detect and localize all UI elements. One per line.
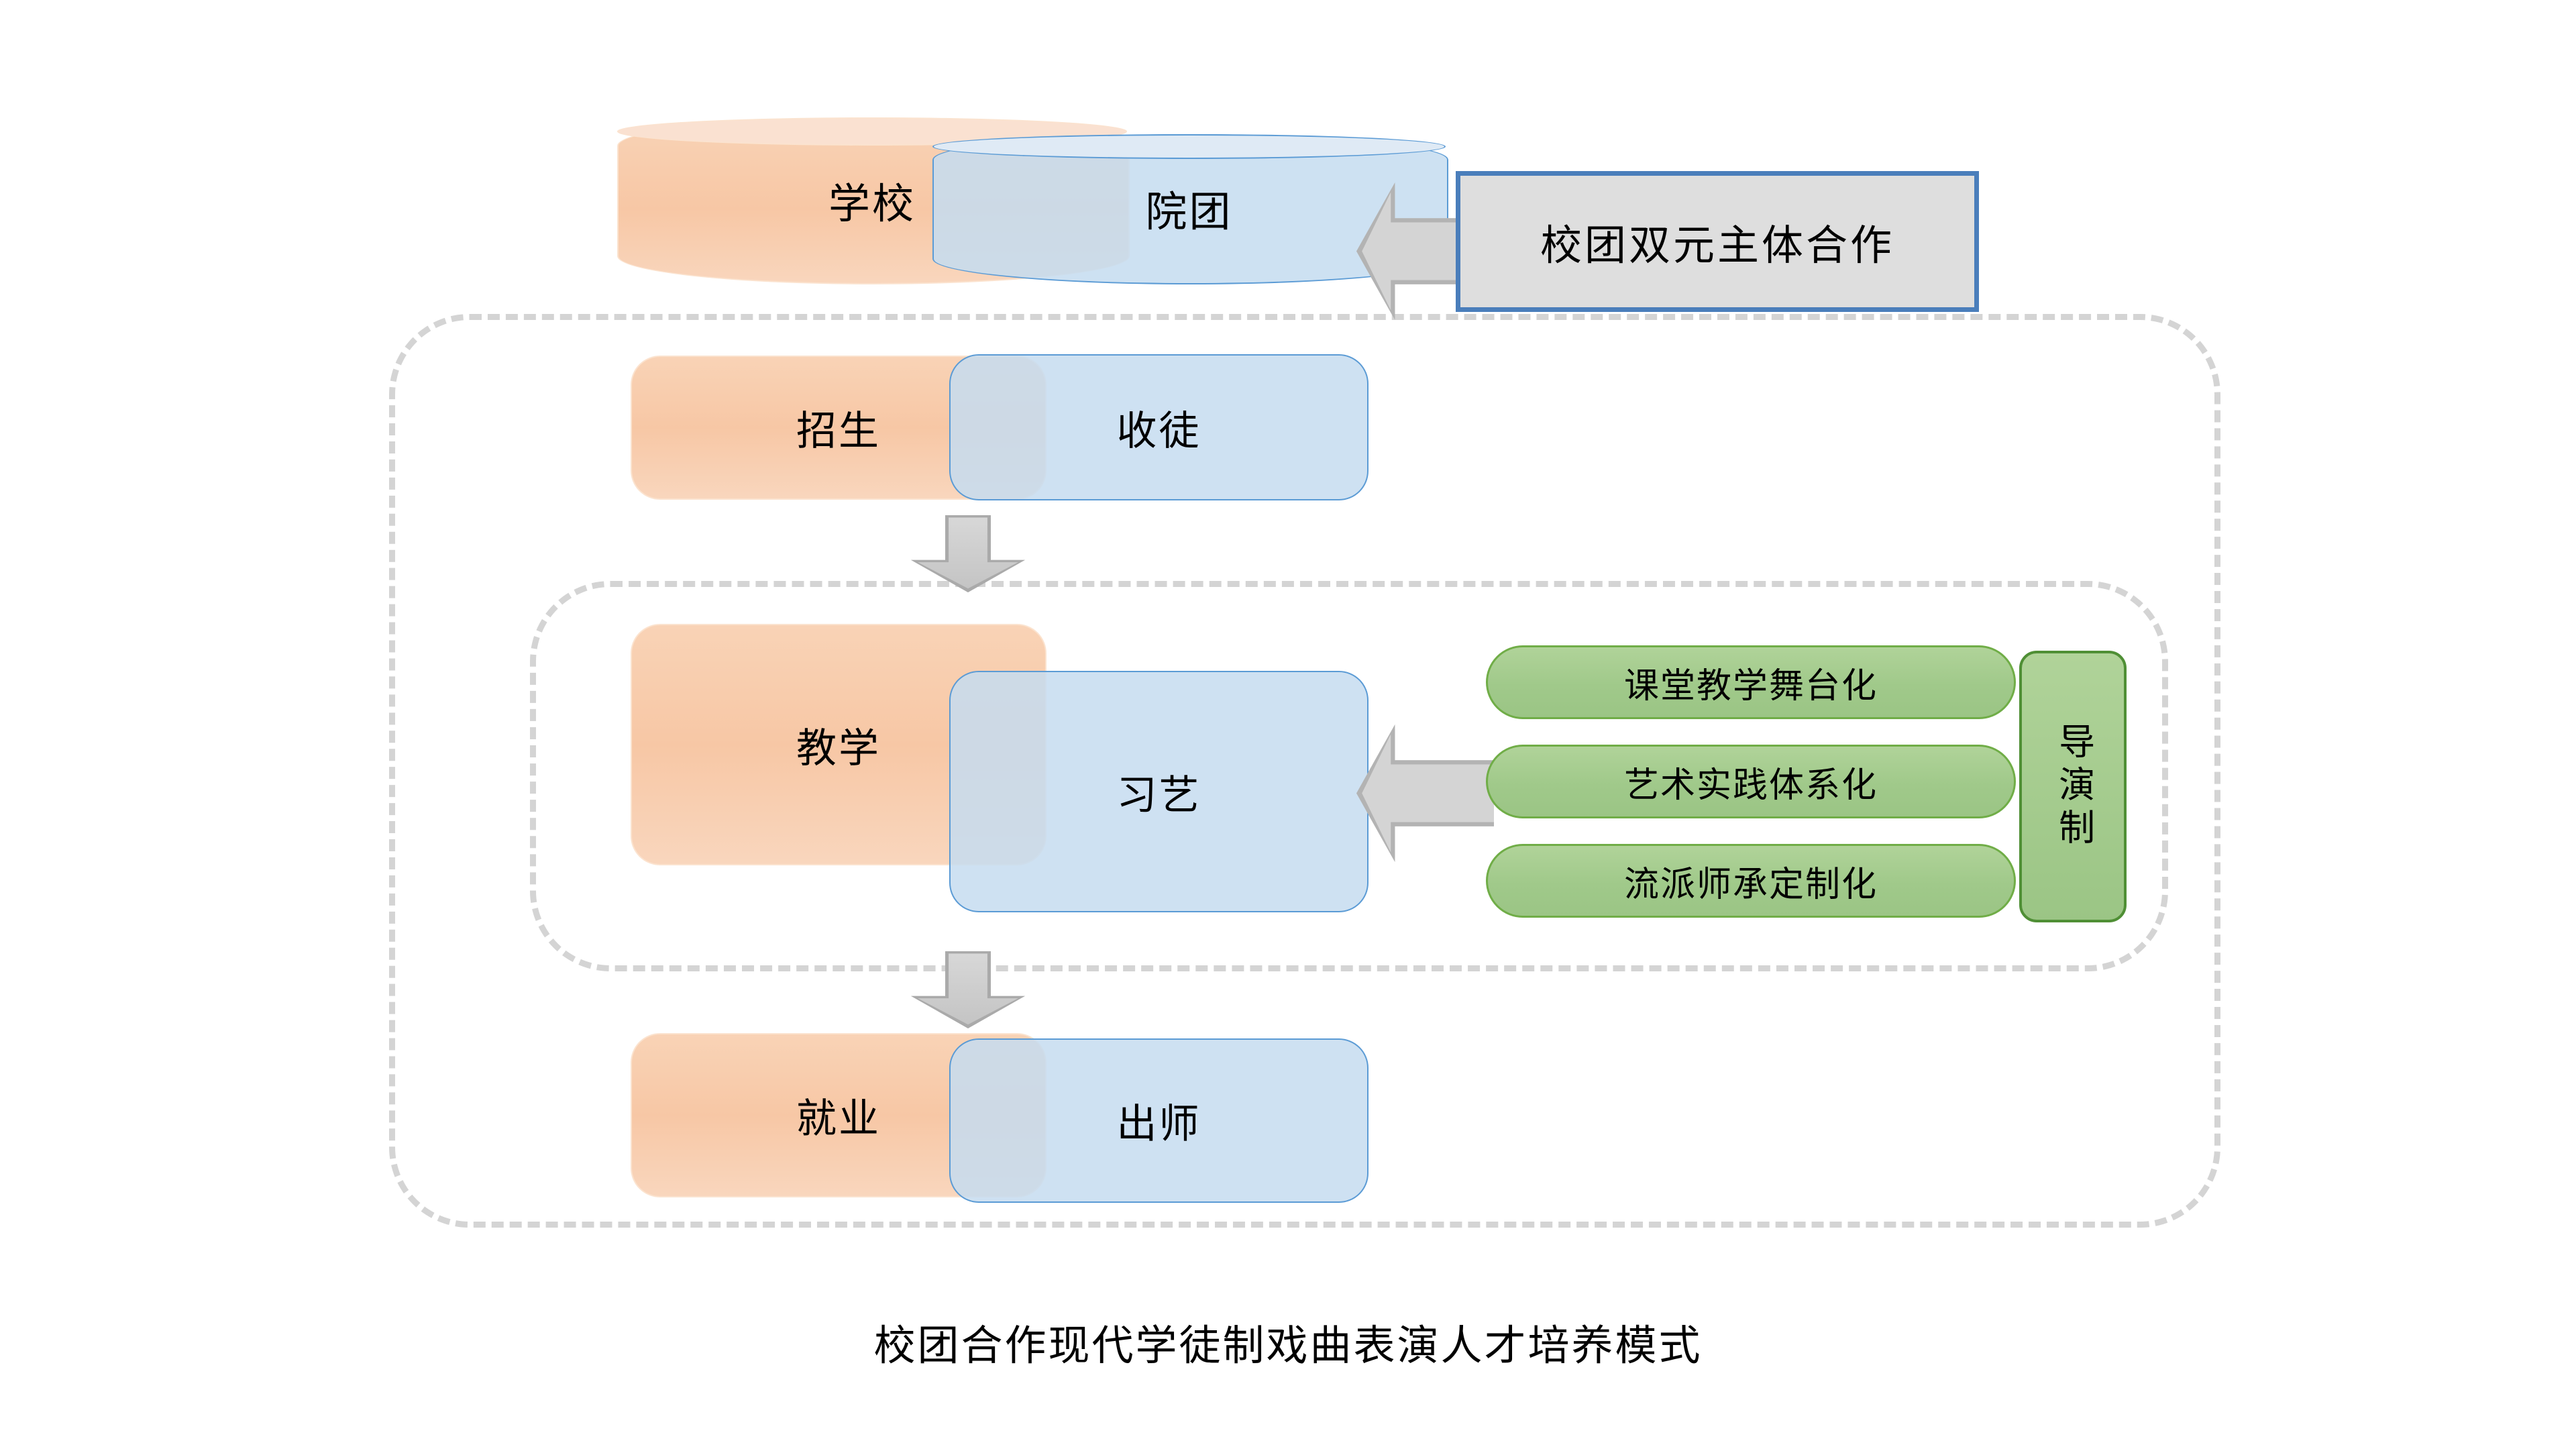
- callout-cooperation-label: 校团双元主体合作: [1540, 223, 1894, 269]
- outer-dashed-boundary: [389, 314, 2220, 1228]
- stage-box-troupe-2: 出师: [949, 1038, 1368, 1203]
- cylinder-school-label: 学校: [828, 180, 916, 227]
- arrow-down-fill: [911, 951, 1025, 1028]
- method-pill-2-label: 流派师承定制化: [1623, 865, 1878, 904]
- arrow-down-fill: [911, 515, 1025, 592]
- diagram-caption: 校团合作现代学徒制戏曲表演人才培养模式: [873, 1323, 1703, 1369]
- stage-label-school-1: 教学: [796, 725, 881, 771]
- arrow-left-fill: [1356, 724, 1494, 862]
- stage-box-troupe-1: 习艺: [949, 671, 1368, 912]
- callout-cooperation: 校团双元主体合作: [1456, 171, 1979, 312]
- director-system-label: 导演制: [2053, 722, 2094, 851]
- stage-box-troupe-0: 收徒: [949, 354, 1368, 500]
- arrow-down-icon: [911, 951, 1025, 1028]
- stage-label-school-0: 招生: [796, 409, 881, 453]
- stage-label-school-2: 就业: [796, 1096, 881, 1141]
- method-pill-1: 艺术实践体系化: [1486, 745, 2016, 818]
- stage-label-troupe-1: 习艺: [1116, 772, 1201, 818]
- cylinder-troupe-label: 院团: [1145, 189, 1233, 235]
- method-pill-0-label: 课堂教学舞台化: [1623, 666, 1878, 706]
- method-pill-2: 流派师承定制化: [1486, 844, 2016, 918]
- method-pill-0: 课堂教学舞台化: [1486, 645, 2016, 719]
- stage-label-troupe-0: 收徒: [1116, 408, 1201, 453]
- cylinder-troupe: 院团: [932, 134, 1448, 284]
- arrow-down-icon: [911, 515, 1025, 592]
- method-pill-1-label: 艺术实践体系化: [1623, 765, 1878, 805]
- stage-label-troupe-2: 出师: [1116, 1102, 1201, 1146]
- inner-dashed-boundary: [530, 581, 2168, 971]
- cylinder-troupe-top: [932, 134, 1446, 160]
- arrow-left-icon: [1356, 724, 1494, 862]
- director-system-box: 导演制: [2019, 651, 2127, 922]
